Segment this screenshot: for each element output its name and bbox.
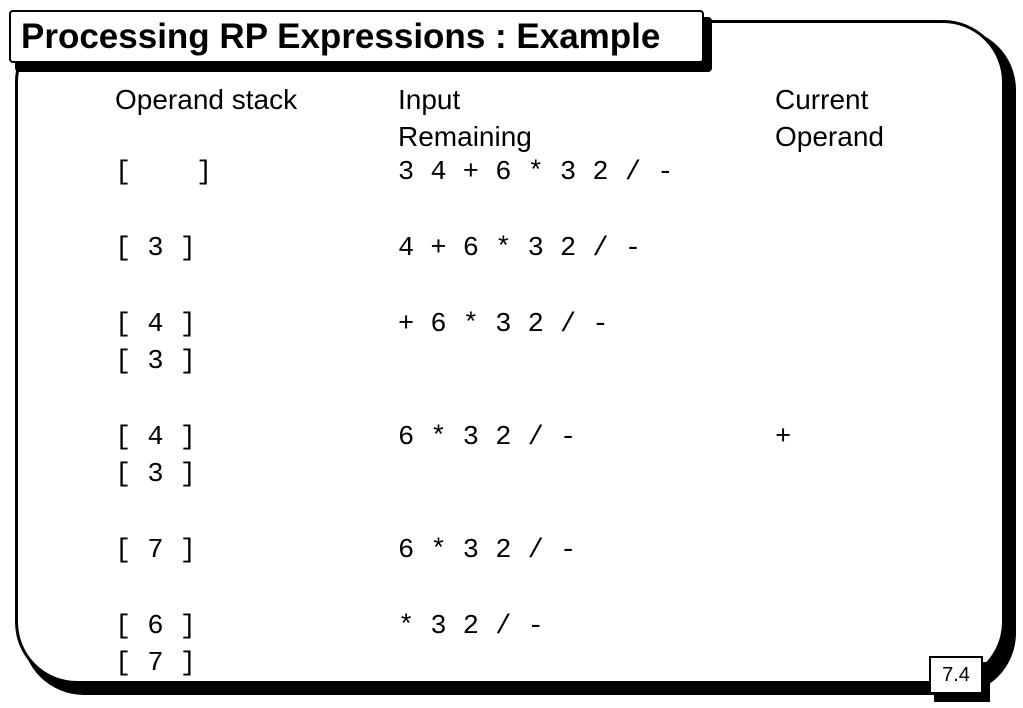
row-4-current: +: [775, 423, 792, 453]
row-5-stack-1: [ 7 ]: [115, 536, 197, 566]
row-6-stack-1: [ 6 ]: [115, 612, 197, 642]
row-4-input: 6 * 3 2 / -: [398, 423, 577, 453]
page-number-box: 7.4: [929, 656, 983, 694]
slide-frame: [15, 20, 1005, 684]
row-4-stack-2: [ 3 ]: [115, 460, 197, 490]
row-5-input: 6 * 3 2 / -: [398, 536, 577, 566]
slide-title: Processing RP Expressions : Example: [21, 16, 661, 56]
row-2-input: 4 + 6 * 3 2 / -: [398, 234, 642, 264]
row-3-stack-2: [ 3 ]: [115, 347, 197, 377]
row-3-stack-1: [ 4 ]: [115, 310, 197, 340]
header-remaining: Remaining: [398, 121, 532, 152]
header-operand: Operand: [775, 121, 884, 152]
row-2-stack-1: [ 3 ]: [115, 234, 197, 264]
row-1-input: 3 4 + 6 * 3 2 / -: [398, 158, 674, 188]
row-1-stack-1: [ ]: [115, 158, 213, 188]
header-input: Input: [398, 84, 461, 115]
row-6-input: * 3 2 / -: [398, 612, 544, 642]
row-3-input: + 6 * 3 2 / -: [398, 310, 609, 340]
title-box: Processing RP Expressions : Example: [9, 10, 704, 63]
row-6-stack-2: [ 7 ]: [115, 649, 197, 679]
page-number: 7.4: [942, 663, 970, 686]
header-operand-stack: Operand stack: [115, 84, 298, 115]
header-current: Current: [775, 84, 869, 115]
row-4-stack-1: [ 4 ]: [115, 423, 197, 453]
